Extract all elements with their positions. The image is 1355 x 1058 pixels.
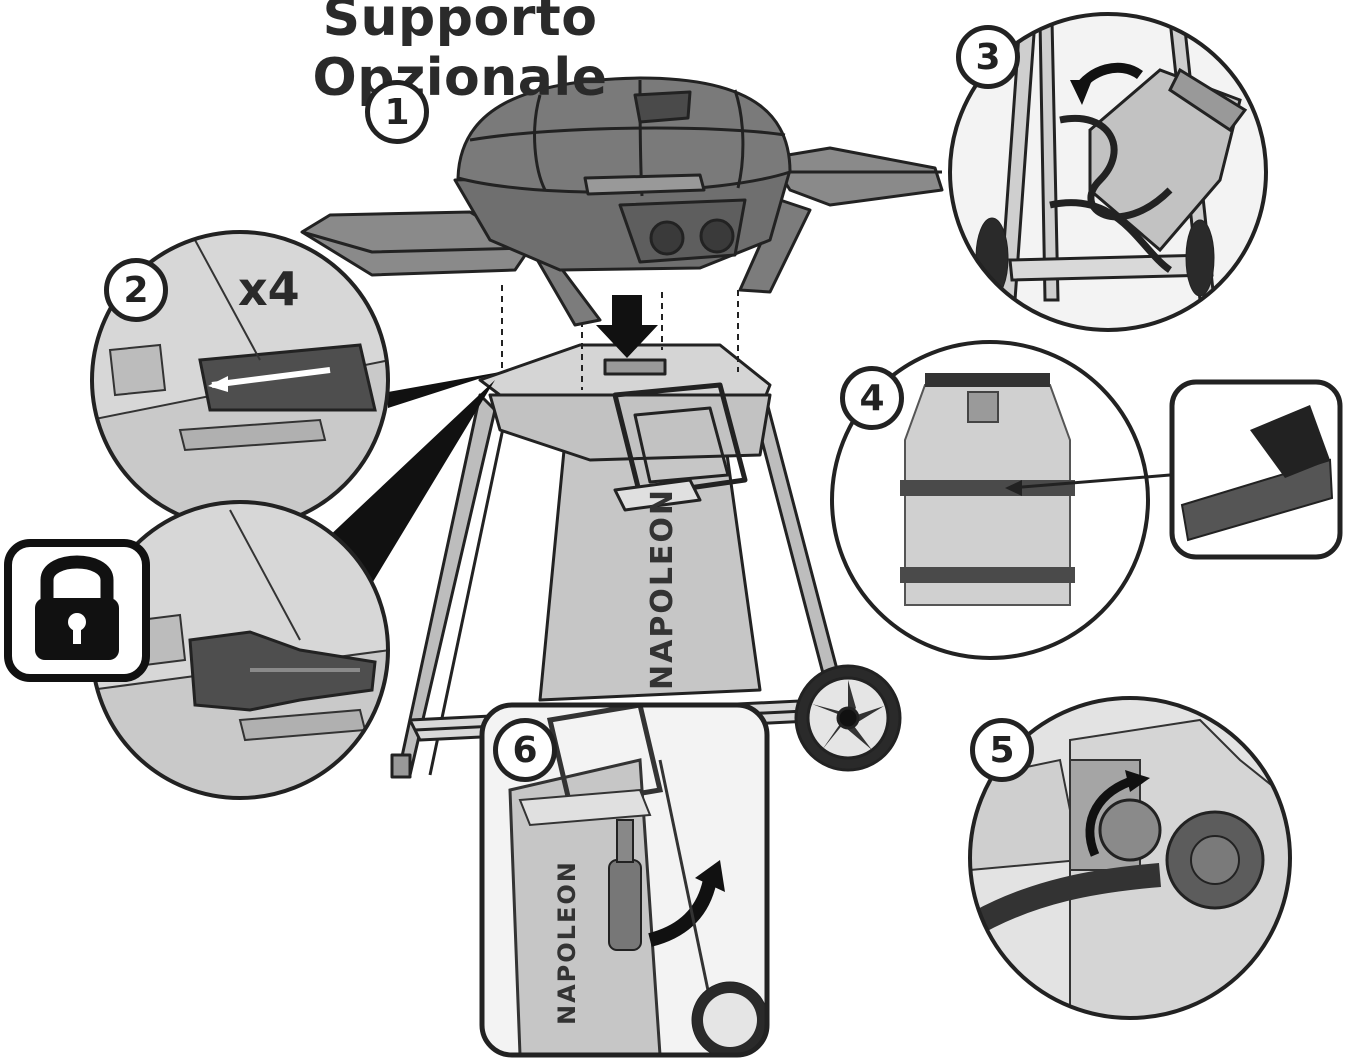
step-6-badge: 6 xyxy=(493,718,557,782)
step-1-badge: 1 xyxy=(365,80,429,144)
stand-brand-text: NAPOLEON xyxy=(645,488,680,690)
step-3-badge: 3 xyxy=(956,25,1020,89)
detail-3-content xyxy=(950,14,1266,330)
down-arrow xyxy=(596,295,658,358)
step-4-badge: 4 xyxy=(840,366,904,430)
grill xyxy=(300,76,944,327)
stand-wheel xyxy=(794,664,902,772)
callout-wedge-lock xyxy=(325,380,495,595)
detail-2-locked-content xyxy=(92,502,388,798)
padlock-icon xyxy=(4,539,150,682)
velcro-strap-detail xyxy=(1169,379,1343,560)
quantity-label: x4 xyxy=(238,262,300,316)
detail-4-content xyxy=(832,342,1148,658)
detail-6-brand-text: NAPOLEON xyxy=(553,860,581,1025)
callout-wedge-2 xyxy=(388,372,500,408)
step-5-badge: 5 xyxy=(970,718,1034,782)
diagram-title: Supporto Opzionale xyxy=(312,0,608,108)
step-2-badge: 2 xyxy=(104,258,168,322)
